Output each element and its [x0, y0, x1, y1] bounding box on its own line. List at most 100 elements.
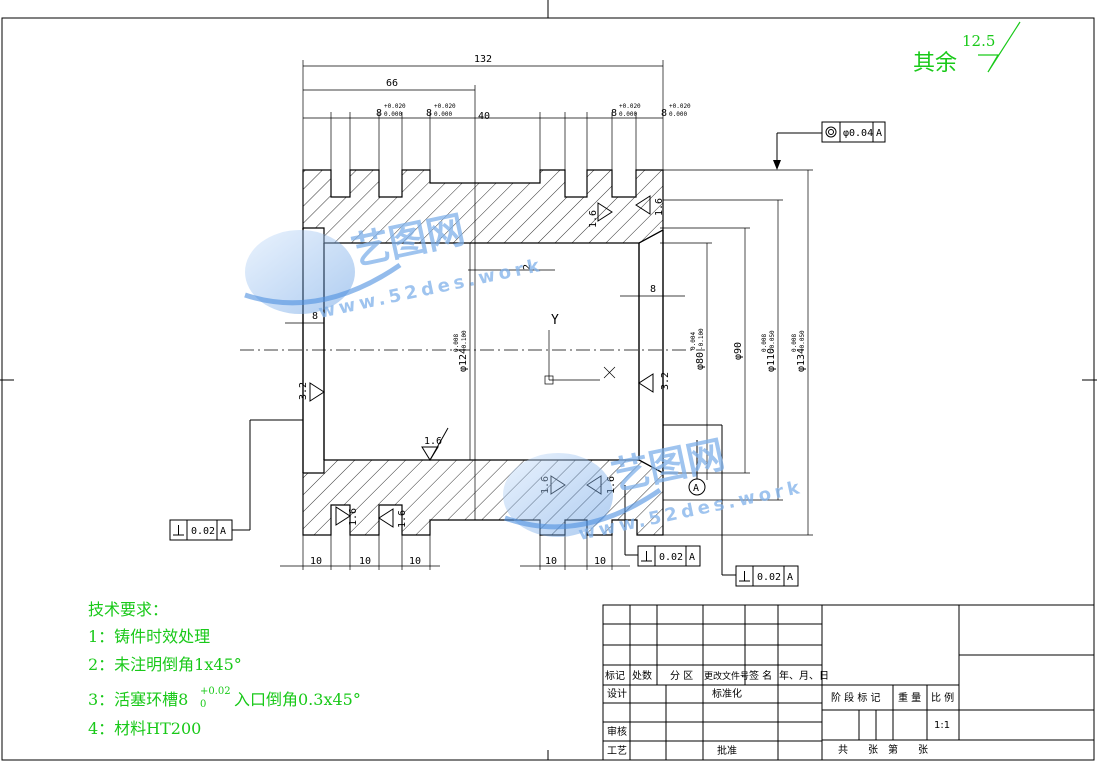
svg-text:φ110: φ110 [766, 348, 777, 372]
roughness-top-right-2: 1.6 [635, 195, 665, 216]
svg-text:0.000: 0.000 [619, 111, 637, 118]
svg-text:φ134: φ134 [796, 348, 807, 372]
tech-item-3-tail: 入口倒角0.3x45° [234, 690, 361, 709]
svg-text:0.008: 0.008 [453, 334, 460, 352]
svg-text:批准: 批准 [717, 744, 737, 757]
tech-heading: 技术要求： [88, 600, 168, 619]
svg-text:φ90: φ90 [733, 342, 744, 360]
svg-text:10: 10 [594, 556, 606, 567]
svg-text:0.000: 0.000 [669, 111, 687, 118]
tech-item-1: 1：铸件时效处理 [88, 627, 210, 646]
svg-text:-0.100: -0.100 [461, 330, 468, 352]
tech-item-3-sup: +0.02 [200, 686, 231, 697]
dim-dia-124: φ124 0.008 -0.100 [453, 243, 471, 460]
svg-text:0.02: 0.02 [757, 572, 781, 583]
svg-text:A: A [787, 572, 793, 583]
dim-66-text: 66 [386, 78, 398, 89]
tech-item-4: 4：材料HT200 [88, 719, 201, 738]
svg-text:共 张 第 张: 共 张 第 张 [838, 743, 928, 756]
svg-text:+0.020: +0.020 [384, 103, 406, 110]
dim-dia-80: φ80 0.004 -0.100 [660, 242, 712, 480]
svg-text:10: 10 [359, 556, 371, 567]
svg-text:1:1: 1:1 [934, 720, 950, 731]
svg-text:3.2: 3.2 [660, 372, 671, 390]
svg-text:10: 10 [310, 556, 322, 567]
dim-40-text: 40 [478, 111, 490, 122]
svg-text:阶 段 标 记: 阶 段 标 记 [831, 691, 881, 704]
svg-text:1.6: 1.6 [424, 436, 442, 447]
svg-text:8: 8 [376, 108, 382, 119]
svg-text:处数: 处数 [632, 669, 652, 682]
svg-text:A: A [876, 128, 882, 139]
dim-132-text: 132 [474, 54, 492, 65]
svg-text:φ124: φ124 [458, 348, 469, 372]
svg-text:0.000: 0.000 [384, 111, 402, 118]
svg-text:+0.020: +0.020 [669, 103, 691, 110]
svg-text:+0.020: +0.020 [619, 103, 641, 110]
roughness-bottom-groove-2: 1.6 [378, 508, 408, 528]
svg-text:12.5: 12.5 [962, 32, 995, 50]
groove-tol-4: 8 +0.020 0.000 [661, 103, 691, 119]
svg-text:+0.020: +0.020 [434, 103, 456, 110]
roughness-right-wall: 3.2 [638, 372, 671, 393]
roughness-other: 其余 12.5 [913, 21, 1021, 76]
svg-text:-0.050: -0.050 [769, 330, 776, 352]
svg-text:-0.050: -0.050 [799, 330, 806, 352]
svg-text:10: 10 [409, 556, 421, 567]
svg-text:A: A [689, 552, 695, 563]
svg-text:2: 2 [522, 264, 533, 270]
svg-text:0.008: 0.008 [791, 334, 798, 352]
dim-offset: 2 [468, 264, 555, 271]
svg-text:A: A [693, 483, 699, 494]
groove-tol-1: 8 +0.020 0.000 [376, 103, 406, 119]
concentricity-icon [825, 126, 837, 138]
dim-dia-110: φ110 0.008 -0.050 [663, 199, 783, 501]
svg-text:比 例: 比 例 [931, 691, 954, 704]
tech-item-2: 2：未注明倒角1x45° [88, 655, 242, 674]
dim-overall-length: 132 [302, 54, 664, 170]
svg-text:Y: Y [551, 313, 559, 328]
perp-bottom-frame: 0.02 A [624, 485, 701, 567]
dim-left-length: 66 [303, 78, 476, 183]
svg-text:1.6: 1.6 [397, 510, 408, 528]
svg-text:重 量: 重 量 [898, 691, 921, 704]
svg-text:-0.100: -0.100 [698, 328, 705, 350]
datum-a: A [688, 440, 706, 496]
svg-text:0.02: 0.02 [191, 526, 215, 537]
dim-dia-90: φ90 [660, 227, 750, 474]
svg-text:标准化: 标准化 [712, 687, 742, 700]
roughness-bottom-groove-1: 1.6 [335, 506, 359, 526]
tech-item-3-sub: 0 [200, 699, 206, 710]
svg-text:φ0.04: φ0.04 [843, 128, 873, 139]
svg-text:0.02: 0.02 [659, 552, 683, 563]
svg-text:0.008: 0.008 [761, 334, 768, 352]
dim-wall-left: 8 [285, 311, 324, 324]
svg-text:其余: 其余 [913, 51, 957, 76]
svg-text:0.004: 0.004 [690, 332, 697, 350]
roughness-bore: 1.6 [421, 427, 449, 461]
perp-right-frame: 0.02 A [663, 424, 799, 587]
svg-text:8: 8 [661, 108, 667, 119]
dim-bottom: 10 10 10 10 10 [280, 535, 630, 570]
svg-text:工艺: 工艺 [607, 745, 627, 757]
groove-tol-2: 8 +0.020 0.000 [426, 103, 456, 119]
svg-text:年、月、日: 年、月、日 [779, 669, 829, 682]
svg-text:8: 8 [312, 311, 318, 322]
tech-requirements: 技术要求： 1：铸件时效处理 2：未注明倒角1x45° 3：活塞环槽8 +0.0… [88, 600, 361, 738]
svg-text:A: A [220, 526, 226, 537]
svg-text:0.000: 0.000 [434, 111, 452, 118]
coordinate-axis: Y [544, 313, 616, 385]
svg-text:1.6: 1.6 [348, 508, 359, 526]
svg-text:1.6: 1.6 [606, 476, 617, 494]
dim-groove-row: 40 8 +0.020 0.000 8 +0.020 0.000 8 +0.02… [303, 103, 691, 183]
svg-text:1.6: 1.6 [654, 198, 665, 216]
concentricity-frame: φ0.04 A [773, 121, 886, 170]
tech-item-3: 3：活塞环槽8 [88, 690, 188, 709]
perpendicularity-icon [173, 525, 184, 536]
groove-tol-3: 8 +0.020 0.000 [611, 103, 641, 119]
dim-dia-134: φ134 0.008 -0.050 [663, 169, 813, 536]
svg-text:艺图网: 艺图网 [608, 432, 729, 499]
svg-text:1.6: 1.6 [588, 210, 599, 228]
